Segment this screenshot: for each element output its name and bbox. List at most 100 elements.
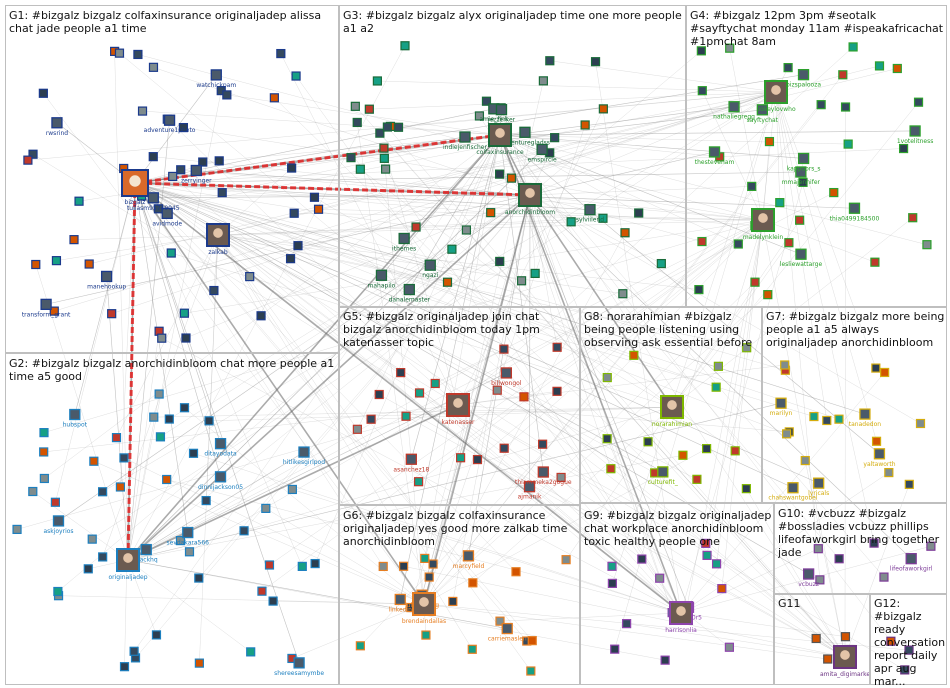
edge (418, 219, 764, 482)
node-avatar-icon (366, 414, 376, 424)
edge (844, 107, 846, 658)
edge (410, 194, 531, 608)
group-label-g1: G1: #bizgalz bizgalz colfaxinsurance ori… (9, 9, 325, 35)
edge (762, 141, 770, 221)
edge (314, 197, 673, 408)
node-avatar-icon (696, 46, 706, 56)
node-avatar-icon (352, 424, 362, 434)
node-avatar-icon (481, 96, 492, 106)
edge (193, 453, 682, 614)
edge (153, 194, 531, 199)
node-avatar-icon (217, 188, 227, 198)
node-avatar-icon (414, 388, 425, 398)
edge (371, 406, 673, 420)
edge (111, 91, 777, 314)
edge (297, 91, 777, 246)
node-avatar-icon (375, 128, 385, 138)
node-label: avidmode (152, 220, 182, 227)
node-avatar-icon (701, 538, 711, 548)
edge (529, 151, 715, 196)
edge (499, 134, 720, 158)
node-avatar-icon (741, 484, 751, 494)
edge (134, 74, 217, 184)
node-avatar-icon (114, 48, 125, 58)
hub-node-label: colfaxinsurance (476, 149, 524, 156)
edge (127, 261, 500, 561)
edge (452, 194, 531, 602)
node-avatar-icon (618, 289, 628, 299)
edge (217, 221, 572, 236)
node-avatar-icon (800, 455, 810, 466)
edge (384, 158, 425, 605)
edge (189, 219, 764, 553)
node-avatar-icon (355, 164, 365, 174)
edge (457, 391, 558, 406)
node-label: danalemaster (389, 297, 431, 304)
edge (134, 182, 527, 642)
node-avatar-icon (289, 208, 299, 218)
node-label: mmajennifer (782, 179, 821, 186)
edge (626, 623, 846, 658)
node-avatar-icon (161, 207, 173, 220)
edge (706, 219, 764, 556)
node-avatar-icon (892, 63, 902, 74)
edge (529, 50, 702, 196)
edge (529, 194, 921, 424)
edge (261, 219, 764, 592)
node-avatar-icon (69, 235, 79, 245)
node-avatar-icon (915, 418, 926, 429)
node-avatar-icon (550, 133, 560, 143)
node-avatar-icon (784, 238, 794, 248)
node-avatar-icon (214, 471, 227, 483)
edge (134, 182, 221, 444)
node-label: manehookup (87, 283, 126, 290)
node-avatar-icon (602, 434, 612, 444)
edge (356, 122, 425, 605)
node-avatar-icon (598, 104, 608, 114)
node-avatar-icon (380, 164, 391, 174)
edge (127, 559, 508, 629)
edge (217, 234, 613, 567)
node-avatar-icon (538, 76, 548, 86)
edge (133, 134, 501, 652)
node-avatar-icon (175, 536, 186, 546)
edge (196, 170, 531, 196)
node-avatar-icon (787, 482, 799, 494)
edge (198, 194, 531, 579)
node-avatar-icon (904, 645, 914, 655)
edge (419, 392, 682, 614)
node-avatar-icon (178, 122, 189, 133)
group-label-g5: G5: #bizgalz originaljadep join chat biz… (343, 310, 544, 349)
node-avatar-icon (629, 350, 639, 360)
edge (423, 282, 756, 605)
node-avatar-icon (634, 208, 644, 218)
node-avatar-icon (69, 408, 81, 421)
edge (671, 242, 790, 408)
node-avatar-icon (511, 567, 521, 577)
edge (134, 182, 866, 415)
edge (457, 108, 604, 406)
edge (134, 182, 840, 420)
node-avatar-icon (400, 41, 410, 51)
node-avatar-icon (133, 49, 143, 60)
avatar-face-icon (453, 398, 463, 408)
edge (529, 186, 752, 196)
node-avatar-icon (809, 411, 819, 422)
node-avatar-icon (725, 43, 735, 53)
group-label-g2: G2: #bizgalz bizgalz anorchidinbloom cha… (9, 357, 335, 383)
edge (500, 107, 531, 196)
node-avatar-icon (694, 285, 704, 295)
node-avatar-icon (823, 654, 833, 664)
node-avatar-icon (728, 101, 740, 113)
edge (127, 559, 251, 653)
node-avatar-icon (711, 382, 721, 392)
edge (153, 67, 531, 196)
edge (43, 219, 764, 433)
edge (499, 134, 927, 245)
edge (647, 441, 846, 658)
edge (805, 460, 846, 658)
edge (504, 219, 764, 449)
edge (127, 134, 501, 561)
edge (134, 171, 801, 184)
edge (451, 249, 682, 614)
